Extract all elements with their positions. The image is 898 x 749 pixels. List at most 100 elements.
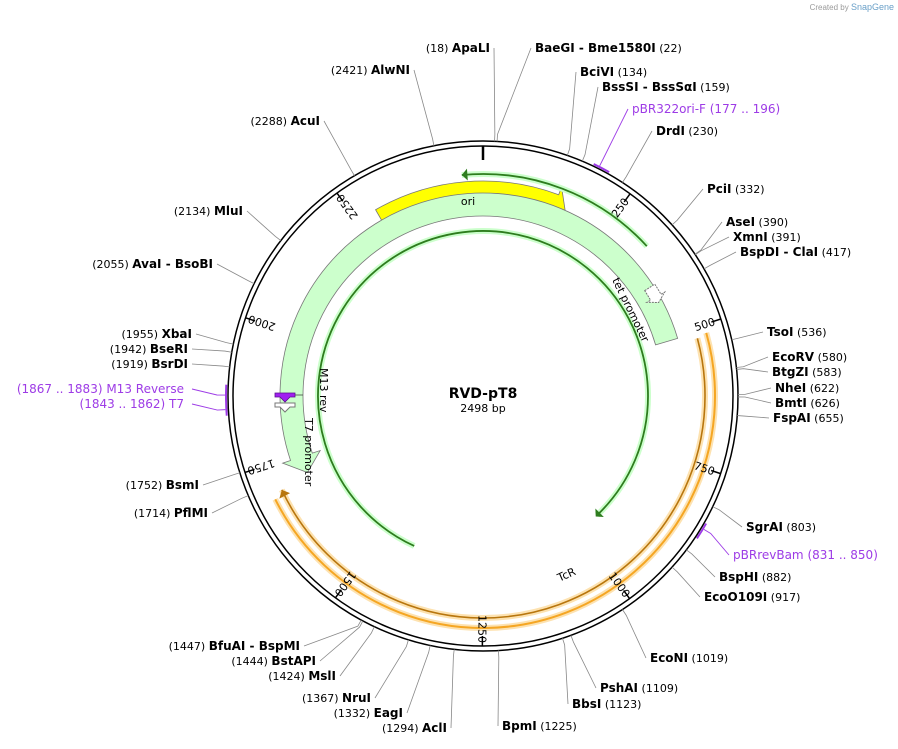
enzyme-pos: (230) [685, 125, 718, 138]
enzyme-site-FspAI[interactable]: FspAI (655) [773, 411, 844, 425]
enzyme-site-BspDI[interactable]: BspDI - ClaI (417) [740, 245, 851, 259]
enzyme-pos: (803) [783, 521, 816, 534]
enzyme-site-PflMI[interactable]: (1714) PflMI [134, 506, 208, 520]
enzyme-name: AclI [422, 721, 447, 735]
enzyme-site-NruI[interactable]: (1367) NruI [302, 691, 371, 705]
enzyme-pos: (390) [755, 216, 788, 229]
svg-text:(1444) BstAPI: (1444) BstAPI [231, 654, 316, 668]
enzyme-site-BsmI[interactable]: (1752) BsmI [126, 478, 199, 492]
tick-750 [710, 469, 721, 475]
enzyme-site-BciVI[interactable]: BciVI (134) [580, 65, 647, 79]
enzyme-pos: (583) [809, 366, 842, 379]
leader-BsrDI [191, 363, 230, 368]
enzyme-site-XmnI[interactable]: XmnI (391) [733, 230, 801, 244]
enzyme-name: AcuI [291, 114, 320, 128]
tick-label-1750: 1750 [246, 456, 277, 477]
enzyme-pos: (22) [656, 42, 682, 55]
primer-site-pBR322ori-F[interactable]: pBR322ori-F (177 .. 196) [632, 102, 780, 116]
enzyme-site-PshAI[interactable]: PshAI (1109) [600, 681, 678, 695]
primer-name: pBRrevBam [733, 548, 804, 562]
enzyme-site-MluI[interactable]: (2134) MluI [174, 204, 243, 218]
enzyme-name: BciVI [580, 65, 614, 79]
enzyme-site-AseI[interactable]: AseI (390) [726, 215, 788, 229]
backbone-outer [227, 140, 739, 652]
leader-MslI [339, 626, 375, 677]
tick-label-500: 500 [693, 315, 717, 334]
primer-site-M13-Reverse[interactable]: (1867 .. 1883) M13 Reverse [17, 382, 184, 396]
leader-AseI [694, 221, 723, 255]
enzyme-site-BpmI[interactable]: BpmI (1225) [502, 719, 577, 733]
enzyme-pos: (1444) [231, 655, 271, 668]
enzyme-site-EcoNI[interactable]: EcoNI (1019) [650, 651, 728, 665]
leader-AvaI [216, 263, 255, 284]
enzyme-site-BspHI[interactable]: BspHI (882) [719, 570, 791, 584]
enzyme-pos: (1332) [334, 707, 374, 720]
enzyme-site-SgrAI[interactable]: SgrAI (803) [746, 520, 816, 534]
enzyme-site-AlwNI[interactable]: (2421) AlwNI [331, 63, 410, 77]
enzyme-pos: (1919) [111, 358, 151, 371]
svg-text:BaeGI - Bme1580I (22): BaeGI - Bme1580I (22) [535, 41, 682, 55]
enzyme-name: BstAPI [271, 654, 316, 668]
leader-EagI [406, 645, 431, 714]
primer-mark-3 [225, 398, 228, 416]
leader-TsoI [731, 331, 764, 341]
enzyme-site-PciI[interactable]: PciI (332) [707, 182, 765, 196]
enzyme-site-EcoO109I[interactable]: EcoO109I (917) [704, 590, 800, 604]
enzyme-site-BstAPI[interactable]: (1444) BstAPI [231, 654, 316, 668]
enzyme-site-AcuI[interactable]: (2288) AcuI [251, 114, 321, 128]
enzyme-site-ApaLI[interactable]: (18) ApaLI [426, 41, 490, 55]
svg-text:(1919) BsrDI: (1919) BsrDI [111, 357, 188, 371]
enzyme-pos: (1019) [688, 652, 728, 665]
enzyme-pos: (2288) [251, 115, 291, 128]
svg-text:AseI (390): AseI (390) [726, 215, 788, 229]
feature-label-ori: ori [461, 195, 475, 208]
leader-PflMI [211, 495, 249, 514]
enzyme-name-2: - BsoBI [162, 257, 213, 271]
enzyme-site-BmtI[interactable]: BmtI (626) [775, 396, 840, 410]
enzyme-pos: (2134) [174, 205, 214, 218]
m13-rev-arrow [274, 392, 296, 403]
enzyme-site-AclI[interactable]: (1294) AclI [382, 721, 447, 735]
enzyme-pos: (18) [426, 42, 452, 55]
enzyme-site-BaeGI[interactable]: BaeGI - Bme1580I (22) [535, 41, 682, 55]
enzyme-site-DrdI[interactable]: DrdI (230) [656, 124, 718, 138]
enzyme-name: BaeGI [535, 41, 575, 55]
leader-BciVI [566, 71, 577, 156]
svg-text:(1752) BsmI: (1752) BsmI [126, 478, 199, 492]
enzyme-site-BsrDI[interactable]: (1919) BsrDI [111, 357, 188, 371]
enzyme-name: PflMI [174, 506, 208, 520]
enzyme-site-XbaI[interactable]: (1955) XbaI [122, 327, 192, 341]
enzyme-site-MslI[interactable]: (1424) MslI [268, 669, 336, 683]
enzyme-site-AvaI[interactable]: (2055) AvaI - BsoBI [92, 257, 213, 271]
enzyme-name: BtgZI [772, 365, 809, 379]
leader-BaeGI [496, 47, 532, 142]
plasmid-name: RVD-pT8 [449, 386, 518, 402]
tick-1500 [334, 589, 342, 599]
svg-text:BpmI (1225): BpmI (1225) [502, 719, 577, 733]
enzyme-site-BfuAI[interactable]: (1447) BfuAI - BspMI [169, 639, 300, 653]
enzyme-site-NheI[interactable]: NheI (622) [775, 381, 839, 395]
primer-site-T7[interactable]: (1843 .. 1862) T7 [80, 397, 184, 411]
primer-site-pBRrevBam[interactable]: pBRrevBam (831 .. 850) [733, 548, 878, 562]
enzyme-site-BtgZI[interactable]: BtgZI (583) [772, 365, 842, 379]
enzyme-pos: (536) [793, 326, 826, 339]
leader-EcoRV [736, 356, 769, 368]
svg-text:BmtI (626): BmtI (626) [775, 396, 840, 410]
enzyme-site-EcoRV[interactable]: EcoRV (580) [772, 350, 847, 364]
enzyme-site-BssSI[interactable]: BssSI - BssSαI (159) [602, 80, 730, 94]
enzyme-site-BseRI[interactable]: (1942) BseRI [110, 342, 188, 356]
tick-2250 [336, 192, 344, 202]
enzyme-site-BbsI[interactable]: BbsI (1123) [572, 697, 641, 711]
enzyme-name: BpmI [502, 719, 537, 733]
ori-direction-line [461, 173, 648, 247]
enzyme-site-TsoI[interactable]: TsoI (536) [767, 325, 827, 339]
t7-promoter-arrow [274, 402, 296, 413]
enzyme-pos: (134) [614, 66, 647, 79]
svg-text:PciI (332): PciI (332) [707, 182, 765, 196]
enzyme-site-EagI[interactable]: (1332) EagI [334, 706, 403, 720]
primer-leader-0 [599, 108, 629, 167]
enzyme-name-2: - Bme1580I [575, 41, 656, 55]
enzyme-pos: (1714) [134, 507, 174, 520]
orange-arrowhead [279, 489, 291, 499]
enzyme-pos: (1752) [126, 479, 166, 492]
